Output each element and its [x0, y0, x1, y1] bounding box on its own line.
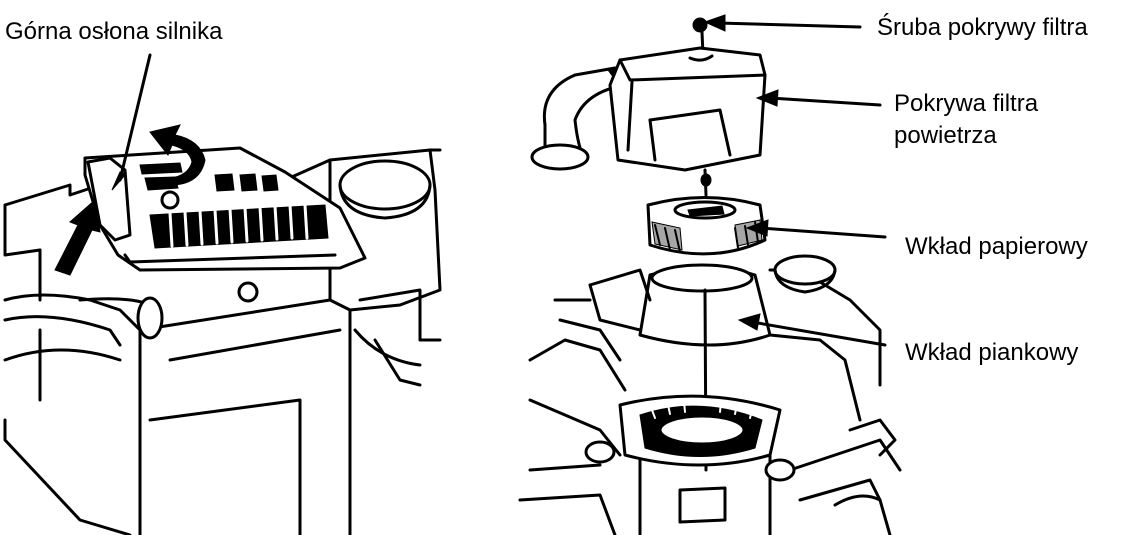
right-filter-illustration — [520, 18, 900, 535]
left-engine-illustration — [5, 125, 440, 535]
label-air-filter-cover-line1: Pokrywa filtra — [894, 90, 1038, 117]
label-paper-element: Wkład papierowy — [905, 233, 1088, 260]
label-air-filter-cover-line2: powietrza — [894, 122, 997, 149]
label-filter-cover-screw: Śruba pokrywy filtra — [877, 14, 1088, 41]
label-top-engine-cover: Górna osłona silnika — [5, 18, 222, 45]
label-foam-element: Wkład piankowy — [905, 339, 1078, 366]
